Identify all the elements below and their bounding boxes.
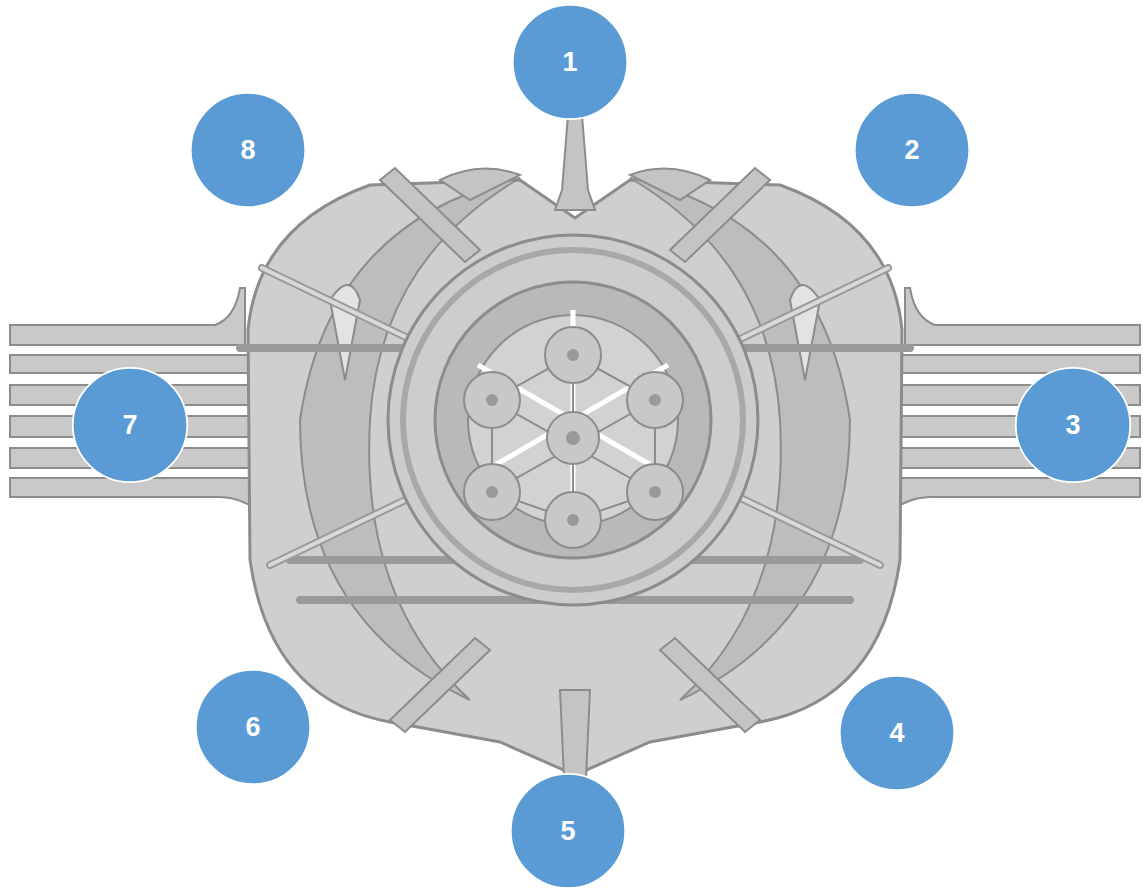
callout-circle: 1 <box>511 3 629 121</box>
callout-number: 4 <box>889 720 904 747</box>
callout-number: 6 <box>245 714 260 741</box>
callout-circle: 2 <box>853 91 971 209</box>
callout-circle: 6 <box>194 668 312 786</box>
callout-number: 1 <box>562 49 577 76</box>
callout-circle: 8 <box>189 91 307 209</box>
callout-number: 5 <box>560 818 575 845</box>
callout-circle: 5 <box>509 772 627 890</box>
callout-number: 2 <box>904 137 919 164</box>
callout-circle: 7 <box>71 366 189 484</box>
callout-circle: 3 <box>1014 366 1132 484</box>
callout-number: 3 <box>1065 412 1080 439</box>
callout-number: 7 <box>122 412 137 439</box>
callout-circle: 4 <box>838 674 956 792</box>
callout-number: 8 <box>240 137 255 164</box>
